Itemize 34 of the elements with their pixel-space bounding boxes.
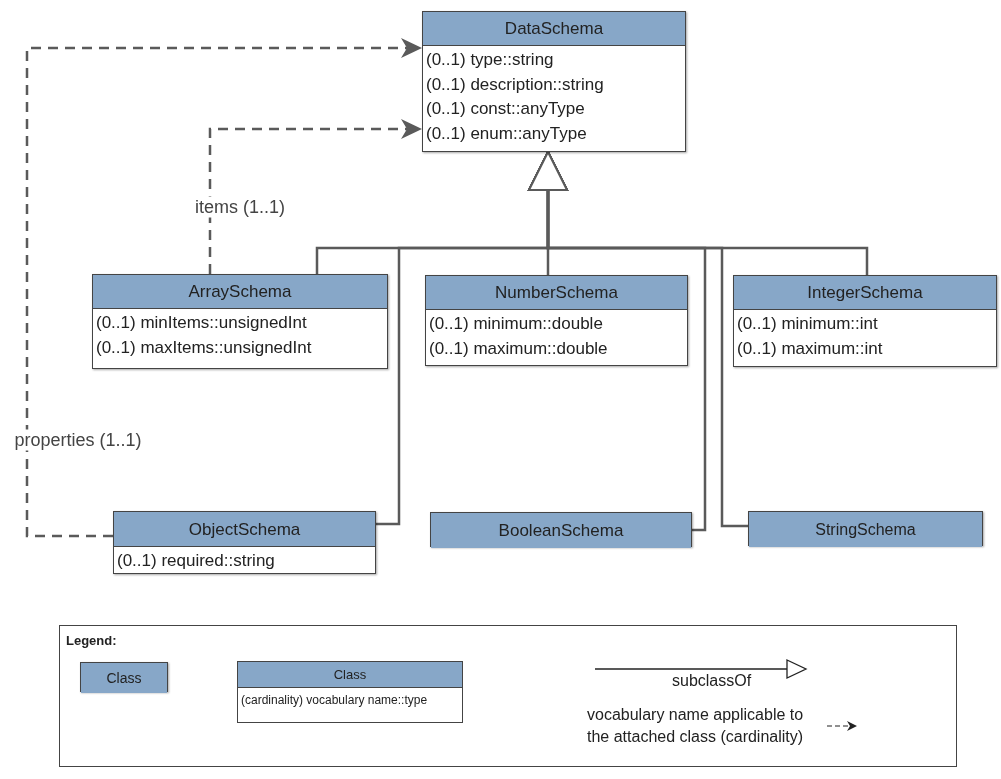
class-name-header: Class (81, 663, 167, 693)
legend-box (59, 625, 957, 767)
class-box (92, 274, 388, 369)
attribute-text: (0..1) type::string (426, 49, 555, 71)
class-box (422, 11, 686, 152)
class-name-header: NumberSchema (426, 276, 687, 310)
class-name-header: DataSchema (423, 12, 685, 46)
attribute-text: (0..1) const::anyType (426, 98, 586, 120)
attribute-text: (0..1) maximum::int (737, 337, 884, 360)
attribute-text: (cardinality) vocabulary name::type (241, 692, 429, 709)
attribute-text: (0..1) description::string (426, 73, 605, 96)
class-box (425, 275, 688, 366)
class-name-header: BooleanSchema (431, 513, 691, 548)
attribute-text: (0..1) maxItems::unsignedInt (96, 336, 313, 359)
class-name-header: Class (238, 662, 462, 688)
attribute-text: (0..1) enum::anyType (426, 122, 588, 145)
class-name-header: IntegerSchema (734, 276, 996, 310)
dashed-arrow (208, 119, 422, 274)
class-name-header: ArraySchema (93, 275, 387, 309)
edge-label: items (1..1) (193, 196, 287, 218)
class-box (113, 511, 376, 574)
edge-label: properties (1..1) (12, 429, 144, 451)
dashed-arrow (25, 38, 422, 538)
class-box (733, 275, 997, 367)
attribute-text: (0..1) maximum::double (429, 337, 609, 360)
attribute-text: (0..1) minItems::unsignedInt (96, 312, 308, 334)
generalization-arrow (528, 151, 748, 528)
class-box (237, 661, 463, 723)
attribute-text: (0..1) minimum::double (429, 313, 604, 335)
class-name-header: StringSchema (749, 512, 982, 547)
attribute-text: (0..1) minimum::int (737, 313, 879, 335)
class-name-header: ObjectSchema (114, 512, 375, 547)
legend-title: Legend: (66, 633, 117, 648)
attribute-text: (0..1) required::string (117, 550, 276, 572)
